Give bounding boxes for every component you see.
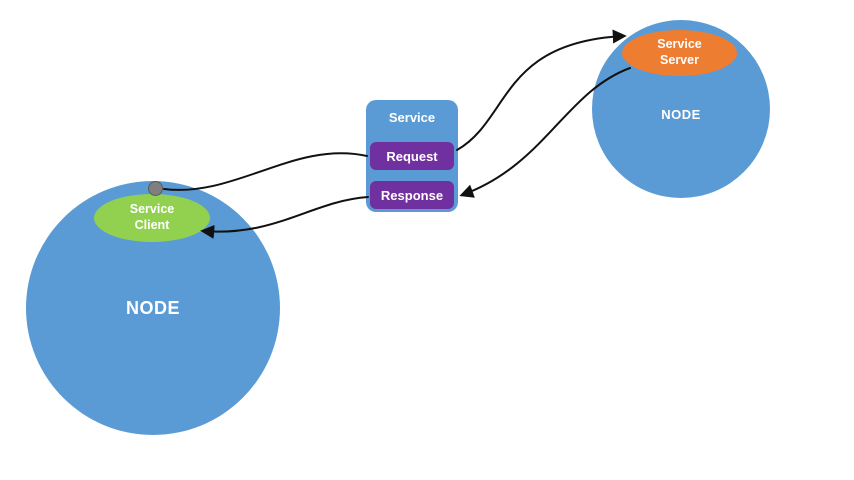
service-client-ellipse: Service Client bbox=[94, 194, 210, 242]
service-client-label-line1: Service bbox=[129, 202, 175, 217]
service-client-label-line2: Client bbox=[134, 218, 170, 232]
server-node-label: NODE bbox=[661, 106, 701, 122]
service-server-label-line2: Server bbox=[660, 53, 699, 67]
client-node-label: NODE bbox=[125, 297, 180, 318]
connection-dot-icon bbox=[148, 181, 163, 196]
service-server-label-line1: Service bbox=[657, 37, 702, 52]
client-to-request-connector bbox=[163, 152, 368, 191]
request-box: Request bbox=[370, 142, 454, 170]
service-box-title: Service bbox=[388, 110, 436, 125]
service-server-ellipse: Service Server bbox=[622, 30, 737, 76]
service-box: Service Request Response bbox=[366, 100, 458, 212]
response-box: Response bbox=[370, 181, 454, 209]
